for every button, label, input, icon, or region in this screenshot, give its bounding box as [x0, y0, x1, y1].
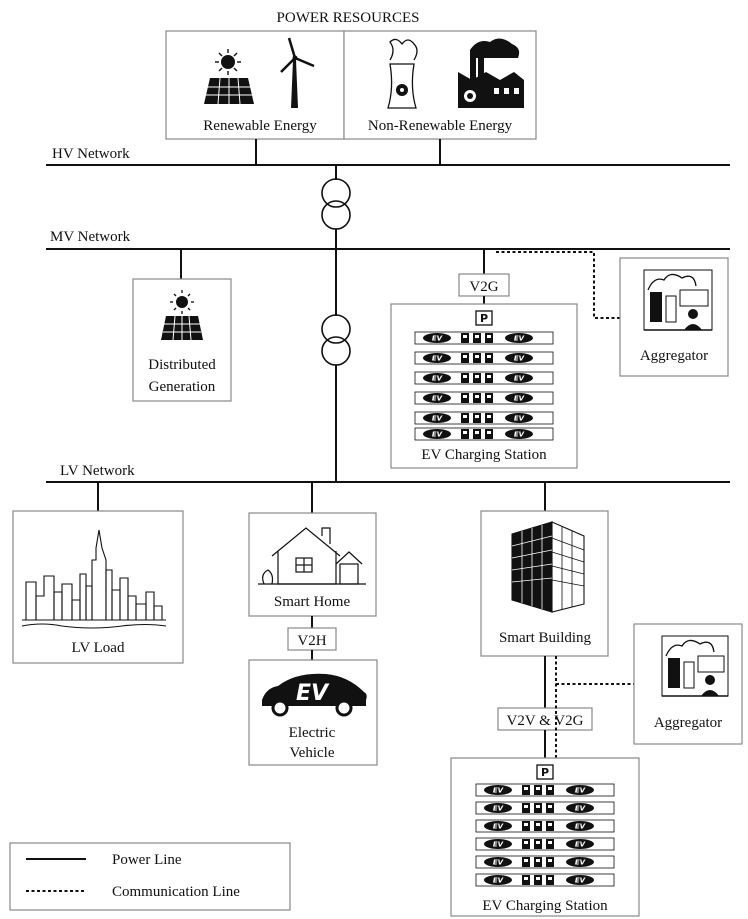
v2g-tag: V2G: [458, 273, 510, 297]
solar-panel-icon: [161, 315, 203, 341]
non-renewable-energy-label: Non-Renewable Energy: [368, 118, 513, 134]
charging-station-icon: P: [414, 310, 554, 441]
v2h-label: V2H: [297, 633, 326, 649]
renewable-energy-label: Renewable Energy: [203, 118, 317, 134]
office-building-icon: [511, 521, 585, 613]
renewable-energy-box: Renewable Energy: [165, 30, 345, 140]
ev-charging-station-lv: P EV Charging Station: [450, 757, 640, 917]
v2h-tag: V2H: [287, 627, 337, 651]
lv-network-label: LV Network: [60, 463, 135, 479]
nuclear-plant-icon: [387, 38, 418, 109]
transformer-icon: [321, 178, 351, 230]
v2g-label: V2G: [469, 279, 498, 295]
smart-building-label: Smart Building: [499, 630, 592, 646]
smart-home-box: Smart Home: [248, 512, 377, 617]
legend-power-line-label: Power Line: [112, 852, 182, 868]
ev-charging-station-lv-label: EV Charging Station: [482, 898, 608, 914]
parking-sign: P: [541, 766, 549, 779]
aggregator-lv-box: Aggregator: [633, 623, 743, 745]
sun-icon: [215, 49, 241, 75]
wind-turbine-icon: [280, 37, 315, 108]
smart-home-label: Smart Home: [274, 594, 351, 610]
mv-network-label: MV Network: [50, 229, 131, 245]
house-icon: [258, 527, 366, 585]
ev-badge: EV: [296, 681, 330, 706]
factory-icon: [458, 38, 524, 108]
charging-station-icon: P: [475, 764, 615, 887]
electric-vehicle-label-1: Electric: [289, 725, 336, 741]
sun-icon: [170, 290, 194, 314]
ev-charging-station-mv-label: EV Charging Station: [421, 447, 547, 463]
distributed-generation-label-1: Distributed: [148, 357, 216, 373]
legend: Power Line Communication Line: [9, 842, 291, 911]
legend-communication-line-label: Communication Line: [112, 884, 240, 900]
aggregator-lv-label: Aggregator: [654, 715, 722, 731]
lv-load-box: LV Load: [12, 510, 184, 664]
v2v-v2g-label: V2V & V2G: [507, 713, 584, 729]
electric-car-icon: EV: [262, 673, 367, 717]
solar-panel-icon: [204, 77, 254, 105]
electric-vehicle-box: EV Electric Vehicle: [248, 659, 378, 766]
distributed-generation-box: Distributed Generation: [132, 278, 232, 402]
hv-network-label: HV Network: [52, 146, 130, 162]
non-renewable-energy-box: Non-Renewable Energy: [343, 30, 537, 140]
transformer-icon: [321, 314, 351, 366]
aggregator-mv-label: Aggregator: [640, 348, 708, 364]
ev-charging-station-mv: P EV Charging Station: [390, 303, 578, 469]
parking-sign: P: [480, 312, 488, 325]
electric-vehicle-label-2: Vehicle: [290, 745, 335, 761]
aggregator-mv-box: Aggregator: [619, 257, 729, 377]
control-room-icon: [661, 635, 729, 697]
smart-building-box: Smart Building: [480, 510, 609, 657]
v2v-v2g-tag: V2V & V2G: [497, 707, 593, 731]
control-room-icon: [643, 269, 713, 331]
lv-load-label: LV Load: [72, 640, 125, 656]
city-skyline-icon: [21, 529, 167, 629]
diagram-title: POWER RESOURCES: [277, 10, 420, 26]
distributed-generation-label-2: Generation: [149, 379, 216, 395]
